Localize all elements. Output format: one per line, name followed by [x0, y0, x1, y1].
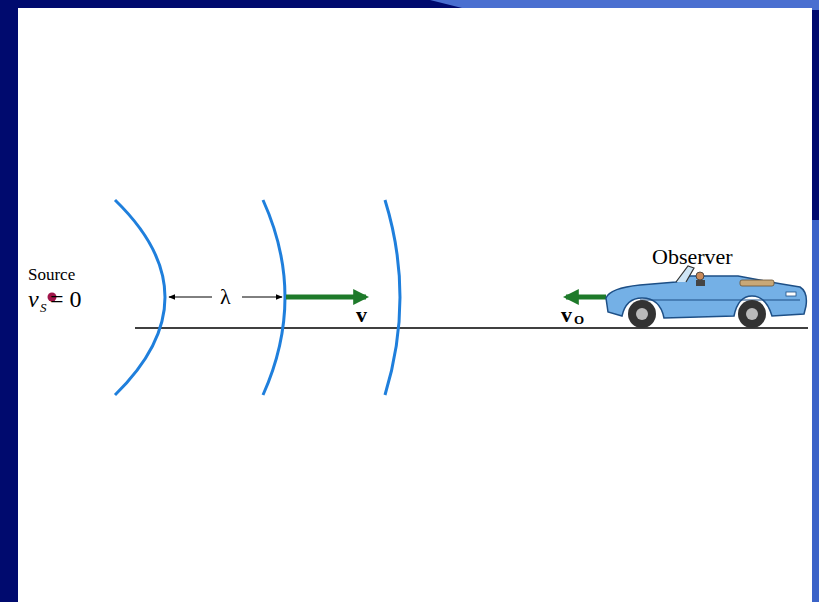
wavelength-dimension	[169, 297, 212, 298]
velocity-label: v	[561, 304, 572, 326]
slide-ground	[18, 8, 812, 602]
velocity-label: v	[356, 304, 367, 326]
symbol-label: v	[28, 287, 39, 311]
velocity-arrow	[566, 295, 606, 300]
wavelength-label: λ	[218, 286, 233, 308]
wavefront	[115, 200, 165, 395]
frame-edge	[812, 220, 819, 602]
subscript-label: O	[574, 313, 584, 326]
ground-line	[135, 327, 808, 328]
wavelength-dimension	[242, 297, 282, 298]
car-illustration	[606, 266, 806, 328]
subscript-label: S	[40, 301, 47, 314]
velocity-arrow	[286, 295, 366, 300]
wavefront	[385, 200, 400, 395]
source-label: Source	[28, 266, 75, 283]
observer-label: Observer	[652, 246, 733, 268]
value-label: = 0	[50, 287, 82, 311]
